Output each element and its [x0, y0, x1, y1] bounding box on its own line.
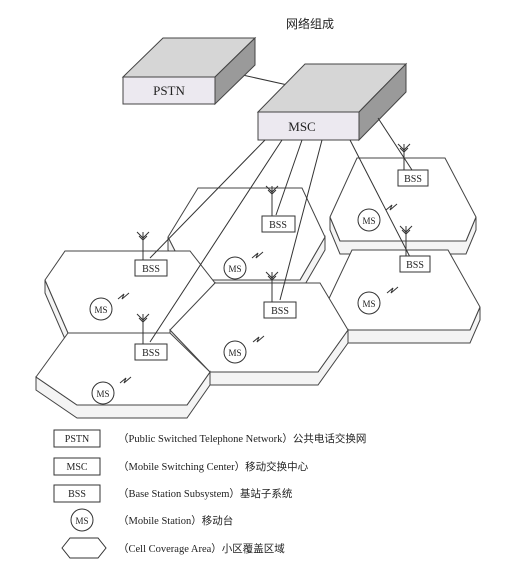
legend-item-msc: MSC （Mobile Switching Center）移动交换中心 [53, 457, 309, 476]
ms-1-label: MS [362, 216, 375, 226]
bss-2-label: BSS [269, 220, 287, 231]
legend-desc-bss: （Base Station Subsystem）基站子系统 [118, 487, 293, 500]
ms-3-label: MS [362, 299, 375, 309]
ms-4: MS [89, 292, 130, 321]
msc-bss-links [149, 117, 413, 343]
legend-key-msc: MSC [66, 462, 87, 473]
pstn-label: PSTN [153, 83, 185, 98]
ms-6-label: MS [96, 389, 109, 399]
bss-5-label: BSS [271, 306, 289, 317]
legend-desc-ms: （Mobile Station）移动台 [118, 514, 233, 527]
radio-link-icon [251, 251, 264, 259]
ms-5-label: MS [228, 348, 241, 358]
msc-block: MSC [256, 62, 408, 142]
diagram-title: 网络组成 [286, 16, 334, 31]
ms-2-label: MS [228, 264, 241, 274]
radio-link-icon [119, 376, 132, 384]
legend-key-pstn: PSTN [65, 434, 89, 445]
bss-1-label: BSS [404, 174, 422, 185]
legend-key-bss: BSS [68, 489, 86, 500]
radio-link-icon [385, 203, 398, 211]
bss-6: BSS [134, 313, 168, 361]
ms-4-label: MS [94, 305, 107, 315]
ms-1: MS [357, 203, 398, 232]
bss-3-label: BSS [406, 260, 424, 271]
cell-5 [169, 282, 349, 386]
bss-2: BSS [261, 185, 296, 233]
ms-5: MS [223, 335, 265, 364]
pstn-block: PSTN [121, 36, 257, 106]
legend-item-cell: （Cell Coverage Area）小区覆盖区域 [61, 537, 285, 559]
legend-desc-cell: （Cell Coverage Area）小区覆盖区域 [118, 542, 285, 555]
legend-item-bss: BSS （Base Station Subsystem）基站子系统 [53, 484, 293, 503]
bss-3: BSS [399, 225, 431, 273]
legend-item-ms: MS （Mobile Station）移动台 [70, 508, 233, 532]
pstn-msc-link [237, 73, 293, 87]
legend-item-pstn: PSTN （Public Switched Telephone Network）… [53, 429, 366, 448]
bss-4: BSS [134, 231, 168, 277]
bss-4-label: BSS [142, 264, 160, 275]
radio-link-icon [117, 292, 130, 300]
ms-2: MS [223, 251, 264, 280]
ms-6: MS [91, 376, 132, 405]
legend-desc-pstn: （Public Switched Telephone Network）公共电话交… [118, 432, 366, 445]
legend-key-ms: MS [75, 516, 88, 526]
bss-5: BSS [263, 271, 297, 319]
hexagon-cell-icon [61, 537, 107, 559]
radio-link-icon [252, 335, 265, 343]
ms-3: MS [357, 286, 399, 315]
bss-1: BSS [397, 143, 429, 187]
legend: PSTN （Public Switched Telephone Network）… [53, 429, 366, 559]
msc-label: MSC [288, 119, 315, 134]
radio-link-icon [386, 286, 399, 294]
legend-desc-msc: （Mobile Switching Center）移动交换中心 [118, 460, 309, 473]
bss-6-label: BSS [142, 348, 160, 359]
